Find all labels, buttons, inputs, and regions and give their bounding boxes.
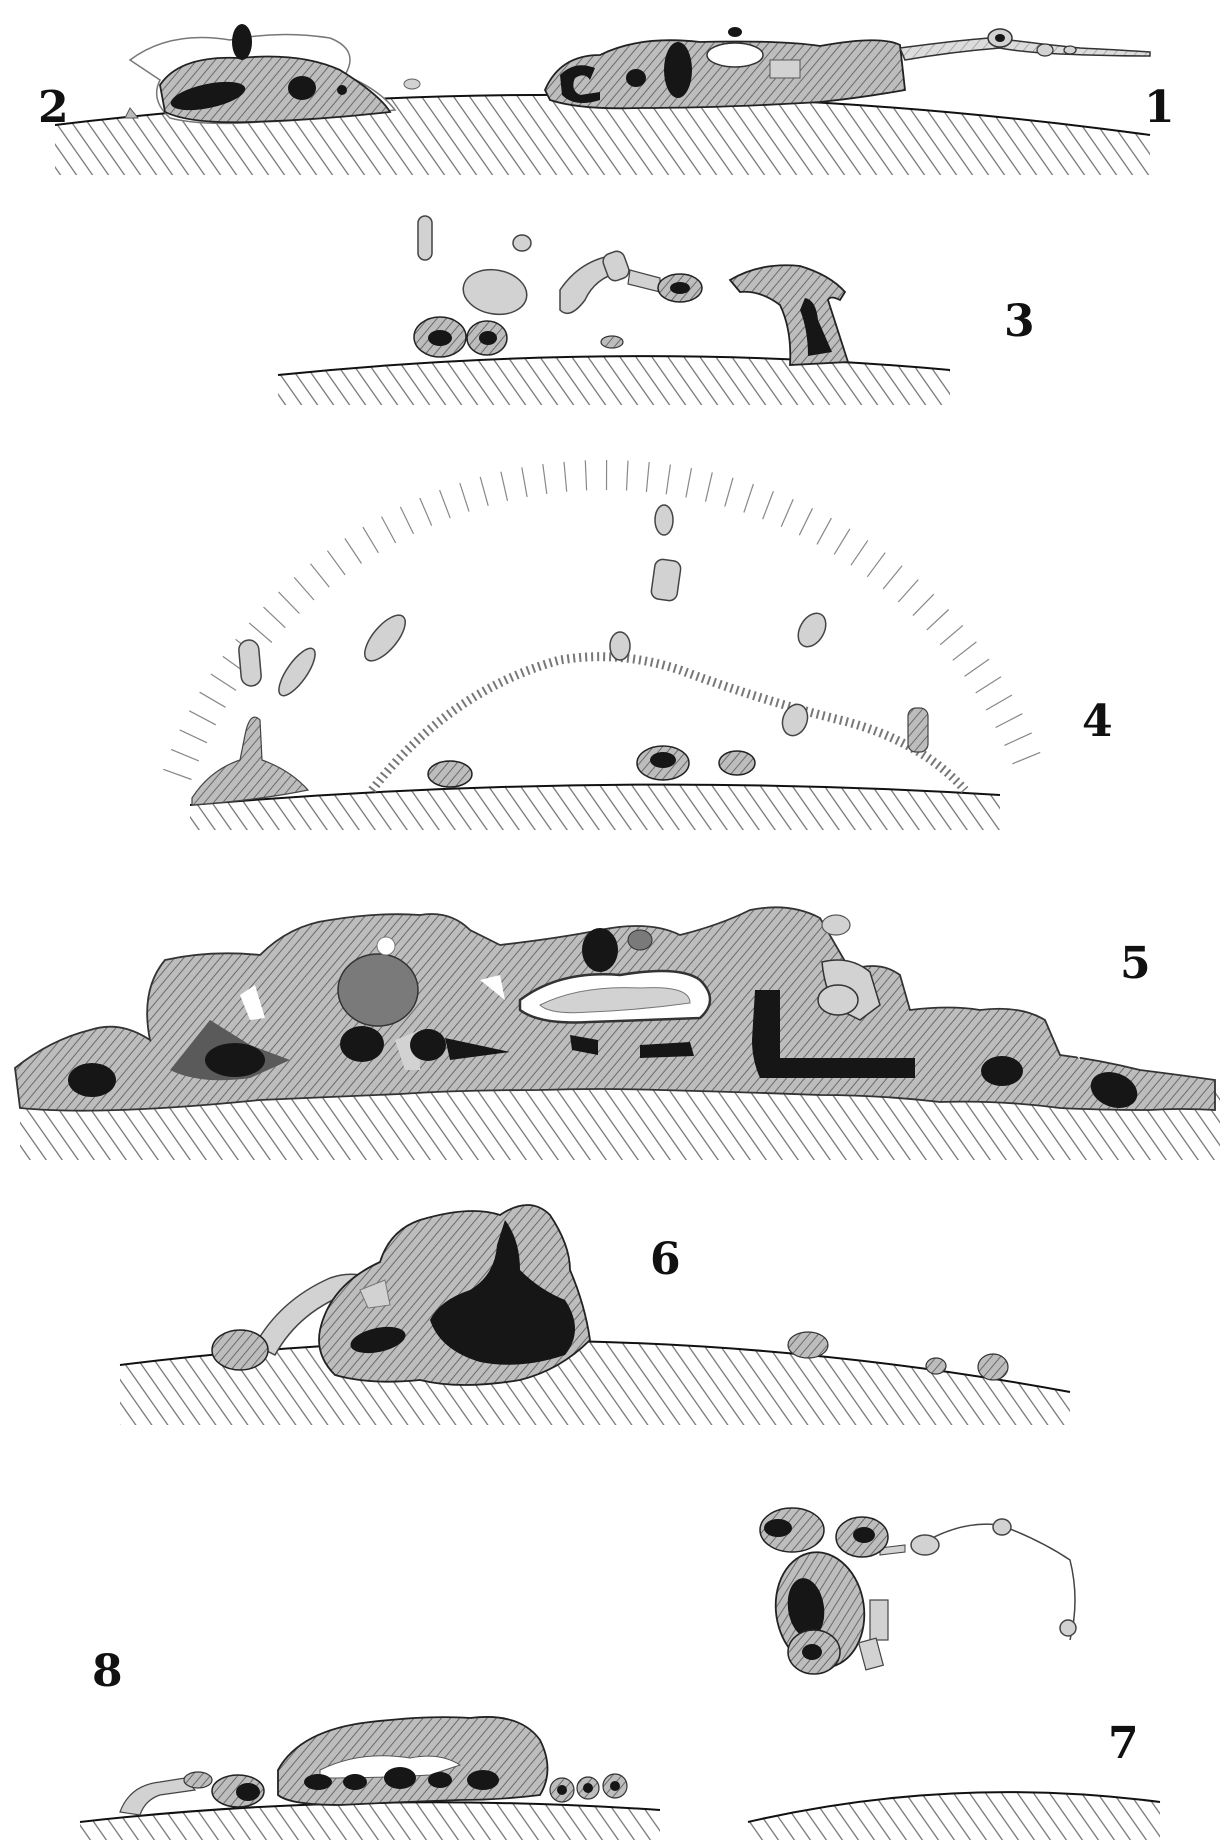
panel-label-2: 2 (38, 86, 69, 130)
halo-ray (953, 642, 977, 660)
halo-ray (927, 610, 949, 630)
panel-5-tissue-mass (15, 907, 1215, 1114)
panel-2-cell-cluster (125, 24, 420, 123)
halo-ray (851, 540, 868, 565)
halo-ray (976, 677, 1001, 693)
halo-ray (986, 695, 1012, 710)
halo-ray (744, 484, 754, 513)
panel-label-7: 7 (1108, 1722, 1139, 1766)
halo-ray (646, 462, 649, 492)
halo-ray (817, 518, 831, 544)
halo-ray (834, 529, 850, 555)
halo-ray (189, 711, 216, 725)
halo-ray (400, 507, 413, 534)
halo-ray (666, 465, 670, 495)
halo-ray (163, 769, 191, 779)
halo-ray (940, 625, 963, 644)
halo-ray (180, 730, 207, 743)
halo-ray (171, 749, 199, 761)
panel-label-6: 6 (650, 1238, 681, 1282)
halo-ray (799, 508, 812, 535)
panel-8-cells (120, 1717, 627, 1815)
halo-ray (898, 580, 918, 602)
halo-ray (363, 527, 379, 553)
halo-ray (913, 594, 934, 615)
halo-ray (965, 659, 990, 676)
panel-4-ground (190, 657, 1000, 830)
halo-ray (311, 564, 330, 587)
panel-label-8: 8 (92, 1650, 123, 1694)
halo-ray (501, 472, 508, 501)
halo-ray (200, 692, 226, 707)
halo-ray (211, 674, 236, 690)
halo-ray (460, 483, 469, 512)
halo-ray (867, 553, 885, 577)
halo-ray (327, 551, 345, 575)
halo-ray (420, 498, 432, 526)
halo-ray (440, 490, 451, 518)
panel-1-cell-cluster (545, 27, 1150, 108)
panel-label-4: 4 (1082, 700, 1113, 744)
panel-label-3: 3 (1004, 300, 1035, 344)
halo-ray (522, 467, 527, 497)
panel-4-cells (238, 505, 928, 787)
halo-ray (294, 577, 314, 600)
halo-ray (279, 592, 300, 614)
halo-ray (1004, 733, 1031, 746)
halo-ray (883, 566, 902, 589)
panel-3-cells (414, 216, 848, 365)
panel-7-ground (748, 1792, 1160, 1840)
halo-ray (585, 460, 586, 490)
panel-3-ground (278, 356, 950, 405)
halo-ray (686, 468, 692, 498)
panel-7-cell-chain (760, 1508, 1076, 1674)
halo-ray (564, 462, 567, 492)
halo-ray (249, 623, 272, 643)
halo-ray (627, 461, 629, 491)
halo-ray (996, 714, 1023, 728)
panel-8-ground (80, 1802, 660, 1840)
halo-ray (706, 472, 713, 501)
halo-ray (543, 464, 547, 494)
panel-label-1: 1 (1144, 86, 1175, 130)
halo-ray (1012, 752, 1040, 763)
halo-ray (480, 477, 488, 506)
halo-ray (781, 499, 793, 527)
panel-label-5: 5 (1120, 942, 1151, 986)
halo-ray (763, 491, 774, 519)
halo-ray (264, 607, 286, 628)
halo-ray (382, 517, 396, 543)
halo-ray (725, 478, 733, 507)
halo-ray (345, 539, 362, 564)
